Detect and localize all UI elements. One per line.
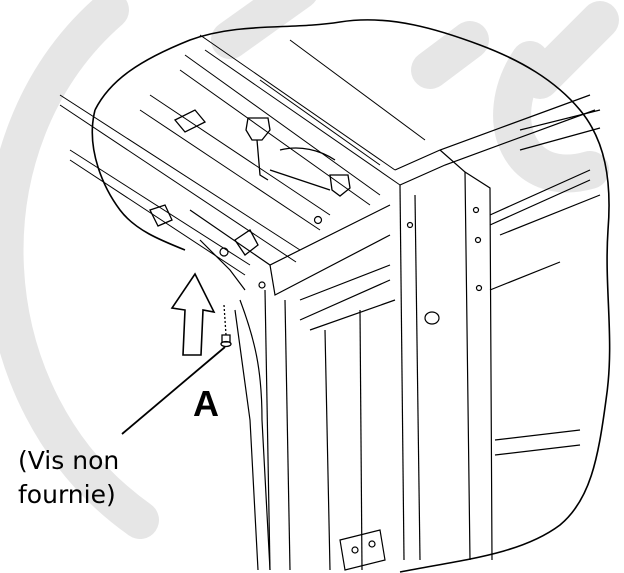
rail-line — [204, 49, 401, 186]
hardware — [149, 109, 351, 256]
cutaway-outline — [94, 19, 611, 573]
post-hole — [475, 284, 483, 292]
cabinet-line — [299, 264, 391, 301]
latch-bar — [269, 169, 331, 191]
bracket-front — [269, 234, 391, 296]
cabinet-body — [189, 204, 396, 571]
post-front — [439, 149, 471, 561]
watermark-stroke-1 — [211, 0, 317, 59]
watermark-stroke-3 — [521, 1, 619, 99]
watermark-stroke-2 — [411, 21, 489, 89]
screw-head — [220, 340, 232, 348]
post-inner — [414, 194, 421, 561]
bolt-head — [245, 117, 271, 141]
cabinet-edge — [324, 329, 331, 571]
post-side — [464, 171, 493, 561]
screw-guide — [223, 304, 227, 336]
rail-line — [59, 104, 297, 263]
screw-hole — [258, 281, 266, 289]
screw-hole — [219, 247, 229, 257]
shelf-line — [489, 179, 591, 226]
bolt-head — [329, 174, 351, 197]
rail-line — [69, 159, 246, 276]
cabinet-edge — [284, 299, 291, 571]
shelf-line — [494, 444, 581, 456]
post-hole — [406, 221, 414, 229]
right-frame — [394, 94, 601, 561]
rail-line — [179, 69, 371, 206]
post-hole — [472, 206, 480, 214]
bracket-top — [189, 204, 391, 266]
callout-text-line-1: (Vis non — [18, 446, 120, 475]
rail-line — [289, 39, 426, 141]
rail-line — [59, 94, 301, 251]
shelf-line — [489, 261, 561, 291]
bottom-hole — [368, 540, 376, 548]
watermark-letter — [493, 41, 609, 193]
slot-plate — [173, 109, 207, 133]
clip — [234, 229, 259, 256]
clip — [149, 204, 173, 227]
rail-line — [184, 54, 381, 196]
watermark-arc — [0, 0, 159, 539]
cabinet-line — [309, 299, 396, 331]
rail-line — [259, 79, 381, 166]
shelf-line — [494, 429, 581, 441]
latch-bar — [279, 147, 336, 161]
rail-line — [69, 149, 251, 266]
knob — [424, 311, 440, 325]
shelf-line — [489, 169, 591, 216]
bracket-side — [199, 239, 246, 291]
part-label-a: A — [193, 383, 219, 424]
cabinet-edge — [264, 289, 271, 571]
screw-icon — [220, 304, 232, 348]
bottom-plate — [339, 529, 386, 571]
cabinet-curve — [239, 299, 271, 571]
cabinet-curve — [234, 309, 259, 571]
watermark — [0, 0, 619, 539]
post-hole — [474, 236, 482, 244]
shelf-line — [499, 194, 601, 236]
rail-line — [139, 109, 321, 231]
cutaway-outline-left — [91, 109, 186, 251]
cabinet-line — [299, 279, 391, 321]
callout-leader-line — [121, 346, 226, 435]
bottom-hole — [351, 546, 359, 554]
rail-line — [199, 34, 396, 171]
shelf-line — [519, 127, 601, 151]
post-inner — [399, 184, 405, 561]
screw-hole — [313, 215, 323, 225]
up-arrow-icon — [170, 272, 216, 356]
frame-top-edge — [399, 109, 596, 186]
callout-text-line-2: fournie) — [18, 480, 116, 509]
shelf-line — [519, 109, 601, 131]
cabinet-edge — [359, 309, 363, 571]
top-rails — [59, 34, 426, 276]
bolt-shaft — [256, 139, 269, 181]
rail-line — [149, 94, 331, 216]
